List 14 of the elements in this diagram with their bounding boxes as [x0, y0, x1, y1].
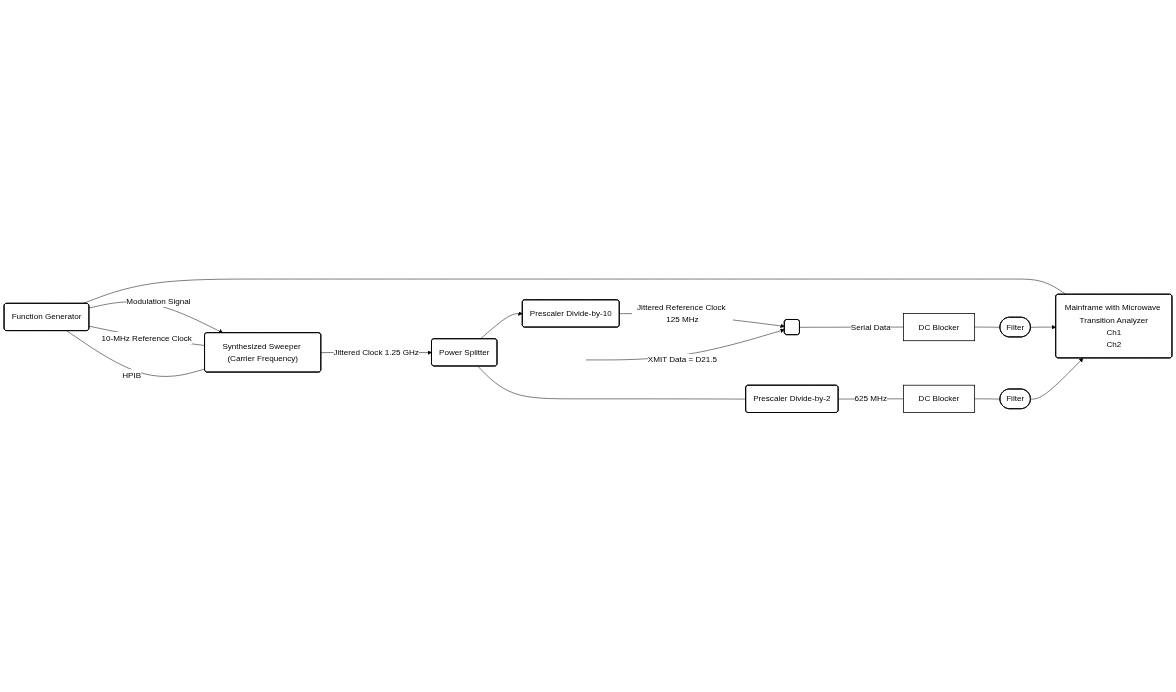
connector [477, 366, 747, 400]
edge-label: XMIT Data = D21.5 [647, 355, 718, 365]
edge-label: HPIB [122, 370, 142, 380]
connector [66, 330, 206, 377]
edge-label: Jittered Clock 1.25 GHz [333, 348, 419, 357]
edge-label: 625 MHz [854, 394, 887, 404]
connector [974, 398, 1001, 400]
node-box: DC Blocker [903, 313, 976, 342]
connector [974, 327, 1001, 328]
edge-label: Jittered Reference Clock 125 MHz [637, 303, 726, 324]
node-box: DC Blocker [903, 385, 976, 414]
edge-label: Serial Data [850, 322, 891, 332]
edge-label: 10-MHz Reference Clock [101, 333, 192, 343]
edge-label: Modulation Signal [126, 296, 191, 306]
